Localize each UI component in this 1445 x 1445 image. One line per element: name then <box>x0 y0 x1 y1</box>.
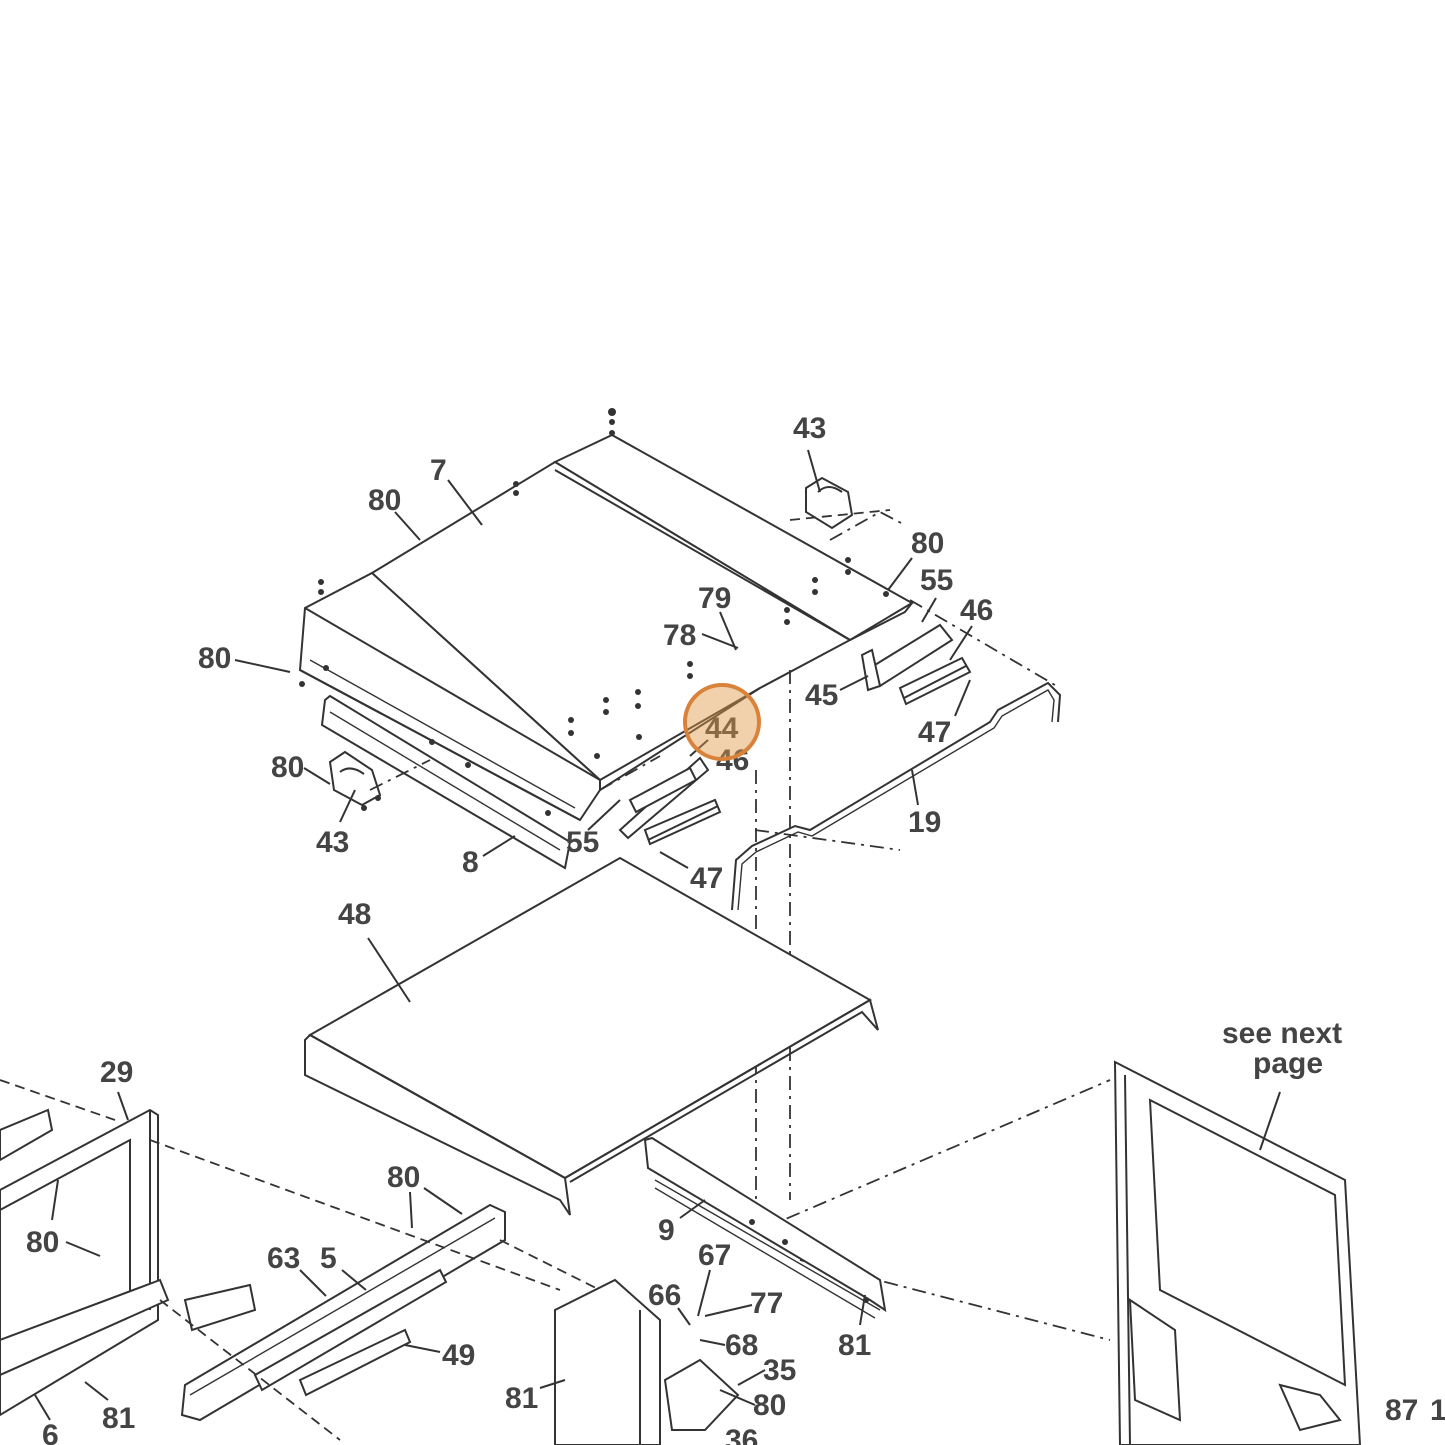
callout-5: 5 <box>320 1242 337 1275</box>
guide-line <box>799 1259 1111 1341</box>
callout-78: 78 <box>663 619 696 652</box>
guide-line <box>599 755 661 791</box>
side-rail-8 <box>320 694 572 870</box>
callout-66: 66 <box>648 1279 681 1312</box>
guide-line <box>499 1239 601 1291</box>
callout-43: 43 <box>316 826 349 859</box>
guide-line <box>754 829 901 851</box>
guide-line <box>789 509 891 521</box>
panel-48 <box>304 856 879 1216</box>
see-next-page-line1: see next <box>1222 1017 1342 1050</box>
callout-87: 87 <box>1385 1394 1418 1427</box>
callout-80: 80 <box>26 1226 59 1259</box>
callout-68: 68 <box>725 1329 758 1362</box>
callout-44: 44 <box>705 712 739 745</box>
guide-line <box>369 759 431 791</box>
callout-55: 55 <box>920 564 953 597</box>
callout-36: 36 <box>725 1424 758 1445</box>
handle-43-lower <box>328 750 382 811</box>
callout-79: 79 <box>698 582 731 615</box>
callout-80: 80 <box>271 751 304 784</box>
callout-80: 80 <box>387 1161 420 1194</box>
callout-8: 8 <box>462 846 479 879</box>
leader-lines <box>34 449 1281 1421</box>
callout-81: 81 <box>505 1382 538 1415</box>
callout-80: 80 <box>198 642 231 675</box>
callout-81: 81 <box>838 1329 871 1362</box>
callout-45: 45 <box>805 679 838 712</box>
callout-47: 47 <box>690 862 723 895</box>
guide-line <box>159 1299 341 1441</box>
callout-67: 67 <box>698 1239 731 1272</box>
frame-29 <box>0 1079 170 1417</box>
callout-9: 9 <box>658 1214 675 1247</box>
callout-47: 47 <box>918 716 951 749</box>
callout-1: 1 <box>1430 1394 1445 1427</box>
callout-80: 80 <box>911 527 944 560</box>
bracket-5 <box>180 1203 506 1422</box>
side-panel <box>554 1278 740 1445</box>
guide-line <box>759 1079 1111 1231</box>
callout-63: 63 <box>267 1242 300 1275</box>
callout-48: 48 <box>338 898 371 931</box>
fasteners-roof <box>299 408 889 759</box>
callout-29: 29 <box>100 1056 133 1089</box>
callout-labels: 43 7 80 80 55 46 79 78 80 45 47 44 46 80… <box>26 412 1445 1445</box>
callout-35: 35 <box>763 1354 796 1387</box>
roof-panel-7 <box>298 433 914 822</box>
callout-49: 49 <box>442 1339 475 1372</box>
callout-43: 43 <box>793 412 826 445</box>
callout-80: 80 <box>368 484 401 517</box>
door-assembly <box>1113 1060 1362 1445</box>
callout-7: 7 <box>430 454 447 487</box>
rod-19 <box>731 681 1062 911</box>
callout-80: 80 <box>753 1389 786 1422</box>
callout-19: 19 <box>908 806 941 839</box>
callout-46: 46 <box>960 594 993 627</box>
callout-77: 77 <box>750 1287 783 1320</box>
highlight-marker-44 <box>683 683 761 761</box>
callout-6: 6 <box>42 1419 59 1445</box>
see-next-page-line2: page <box>1253 1047 1323 1080</box>
callout-55: 55 <box>566 826 599 859</box>
handle-43-upper <box>805 476 854 530</box>
hinge-assembly-right <box>860 623 972 706</box>
callout-81: 81 <box>102 1402 135 1435</box>
hinge-assembly-center <box>618 756 722 846</box>
guide-line <box>149 1139 561 1291</box>
